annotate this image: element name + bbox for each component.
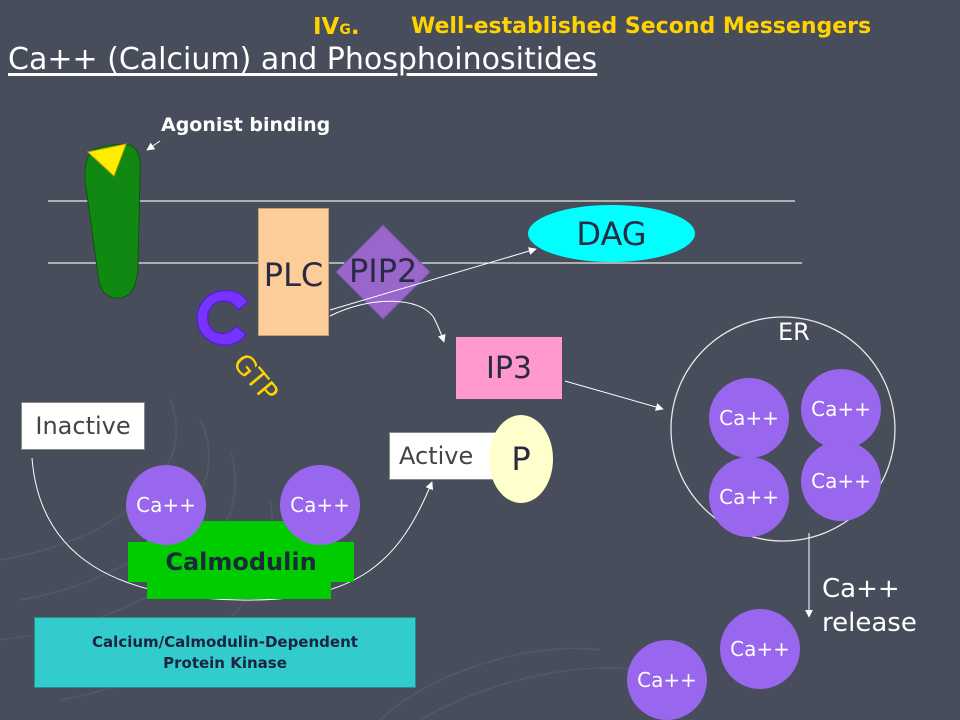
calcium-ion: Ca++ <box>627 640 707 720</box>
calcium-ion: Ca++ <box>709 457 789 537</box>
calcium-release-line2: release <box>822 608 917 638</box>
activation-arc <box>31 457 433 601</box>
active-label: Active <box>399 442 474 470</box>
section-number: IVG. <box>313 14 360 40</box>
calcium-ion-label: Ca++ <box>719 485 779 509</box>
pip2-diamond <box>335 224 431 320</box>
kinase-box: Calcium/Calmodulin-Dependent Protein Kin… <box>34 617 416 688</box>
calmodulin-label: Calmodulin <box>165 548 317 576</box>
calcium-ion: Ca++ <box>801 369 881 449</box>
agonist-binding-label: Agonist binding <box>161 114 331 136</box>
plc-label: PLC <box>263 256 324 294</box>
plc-box: PLC <box>258 208 329 336</box>
ip3-box: IP3 <box>456 337 562 399</box>
calcium-release-label: Ca++ release <box>822 572 917 640</box>
section-subscript: G <box>339 22 351 38</box>
calcium-ion: Ca++ <box>126 465 206 545</box>
section-heading: Well-established Second Messengers <box>411 14 872 39</box>
phosphate-label: P <box>511 440 531 478</box>
inactive-label: Inactive <box>35 412 131 440</box>
calcium-release-line1: Ca++ <box>822 574 900 604</box>
dag-label: DAG <box>576 214 647 253</box>
calcium-ion: Ca++ <box>720 609 800 689</box>
er-circle <box>670 316 896 542</box>
calcium-ion-label: Ca++ <box>290 493 350 517</box>
ip3-arrow <box>329 300 446 343</box>
phosphate-ellipse: P <box>489 415 553 503</box>
ip3-label: IP3 <box>485 350 533 386</box>
calcium-ion-label: Ca++ <box>719 406 779 430</box>
receptor-shape <box>84 144 141 299</box>
pip2-label: PIP2 <box>349 252 418 290</box>
kinase-label-line1: Calcium/Calmodulin-Dependent <box>92 632 358 651</box>
agonist-pointer-arrow <box>146 140 161 151</box>
dag-ellipse: DAG <box>528 205 695 262</box>
inactive-box: Inactive <box>21 402 145 450</box>
agonist-shape <box>86 143 127 177</box>
calcium-ion: Ca++ <box>709 378 789 458</box>
ip3-to-er-arrow <box>564 380 664 411</box>
calcium-ion: Ca++ <box>280 465 360 545</box>
calcium-ion-label: Ca++ <box>637 668 697 692</box>
er-label: ER <box>778 318 810 346</box>
g-protein-shape <box>196 289 249 346</box>
calcium-ion-label: Ca++ <box>730 637 790 661</box>
page-title: Ca++ (Calcium) and Phosphoinositides <box>8 42 598 77</box>
dag-arrow <box>329 247 537 311</box>
kinase-label-line2: Protein Kinase <box>163 653 287 672</box>
section-roman: IV <box>313 14 340 40</box>
calcium-ion-label: Ca++ <box>811 469 871 493</box>
calcium-ion-label: Ca++ <box>136 493 196 517</box>
section-dot: . <box>350 14 360 40</box>
calmodulin-band: Calmodulin <box>128 542 354 582</box>
active-box: Active <box>389 432 505 480</box>
calcium-ion-label: Ca++ <box>811 397 871 421</box>
calcium-ion: Ca++ <box>801 441 881 521</box>
